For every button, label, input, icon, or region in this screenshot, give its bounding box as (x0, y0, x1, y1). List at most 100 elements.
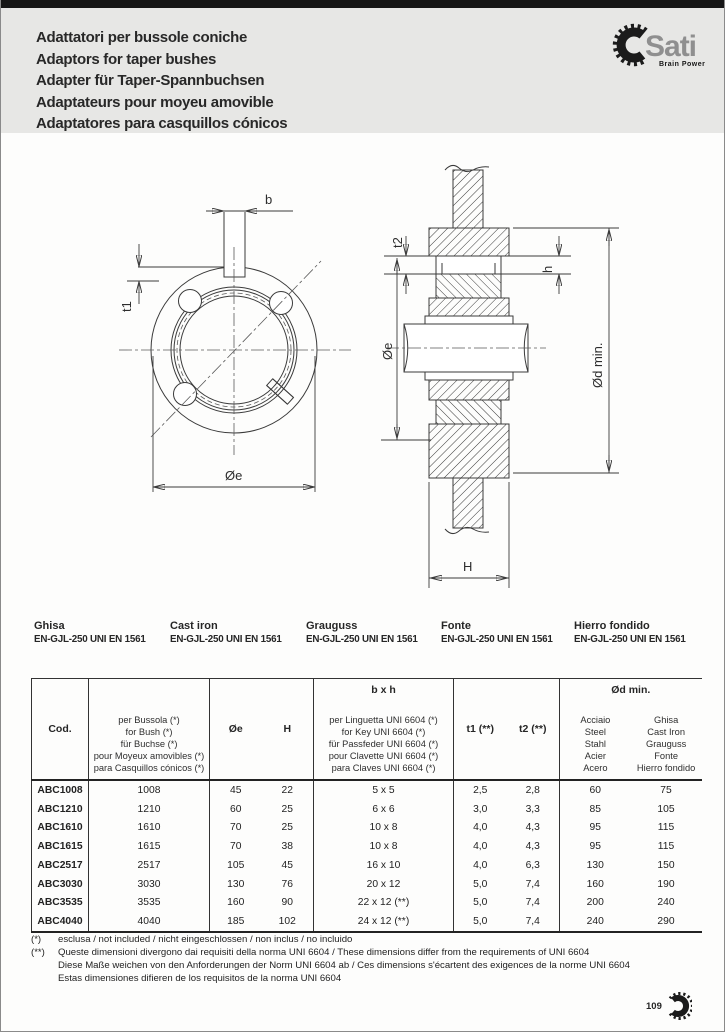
table-cell: 22 (281, 784, 293, 796)
col-header-od-min: Ød min. Acciaio Steel Stahl Acier Acero … (558, 678, 702, 781)
table-cell: 3030 (88, 874, 210, 894)
page-title-block: Adattatori per bussole coniche Adaptors … (36, 27, 288, 135)
table-cell: 4,0 (453, 856, 507, 875)
table-cell: 3535 (88, 893, 210, 913)
table-cell: ABC3535 (37, 897, 83, 909)
table-cell: 105 (657, 803, 675, 815)
footnote-doublestar-2: Diese Maße weichen von den Anforderungen… (58, 960, 630, 971)
dim-label-h: h (540, 266, 555, 273)
dim-label-oe-front: Øe (225, 468, 242, 483)
footnote-star: (*) esclusa / not included / nicht einge… (31, 934, 353, 945)
table-header-row: Cod. per Bussola (*) for Bush (*) für Bu… (31, 678, 702, 781)
table-cell: 60 (559, 780, 631, 800)
table-cell: 95 (559, 837, 631, 856)
table-cell: 6,3 (525, 859, 540, 871)
table-cell: 1610 (88, 818, 210, 838)
table-cell: 5,0 (453, 893, 507, 913)
table-cell: 22 x 12 (**) (313, 893, 454, 913)
table-cell: 20 x 12 (313, 874, 454, 894)
table-cell: 90 (281, 897, 293, 909)
table-cell: ABC4040 (37, 916, 83, 928)
lobe (173, 382, 197, 406)
table-cell: 70 (209, 818, 262, 838)
col-header-oe: Øe (209, 678, 262, 781)
material-headings: Ghisa EN-GJL-250 UNI EN 1561 Cast iron E… (1, 620, 724, 660)
dimensions-table: Cod. per Bussola (*) for Bush (*) für Bu… (31, 678, 702, 933)
page-title-de: Adapter für Taper-Spannbuchsen (36, 72, 265, 89)
shaft (403, 323, 529, 373)
table-cell: 60 (209, 799, 262, 819)
dim-label-oe-side: Øe (380, 343, 395, 360)
table-cell: 70 (209, 837, 262, 856)
table-cell: 4,3 (525, 841, 540, 853)
material-en: Cast iron EN-GJL-250 UNI EN 1561 (170, 620, 282, 645)
od-cast-list: Ghisa Cast Iron Grauguss Fonte Hierro fo… (636, 715, 696, 773)
table-cell: 5,0 (453, 912, 507, 932)
dim-label-od-min: Ød min. (590, 342, 605, 388)
table-cell: 1008 (88, 780, 210, 800)
top-black-bar (1, 0, 724, 8)
table-cell: 95 (559, 818, 631, 838)
table-cell: 10 x 8 (313, 837, 454, 856)
table-cell: 2517 (88, 856, 210, 875)
table-cell: ABC1615 (37, 841, 83, 853)
table-cell: 102 (278, 916, 296, 928)
table-cell: 3,3 (525, 803, 540, 815)
dim-label-b: b (265, 192, 272, 207)
keyway (223, 212, 246, 278)
table-cell: ABC1610 (37, 822, 83, 834)
table-cell: 105 (209, 856, 262, 875)
table-cell: 4,0 (453, 837, 507, 856)
table-cell: 150 (657, 859, 675, 871)
col-header-t2: t2 (**) (506, 678, 560, 781)
table-cell: 1210 (88, 799, 210, 819)
table-cell: 1615 (88, 837, 210, 856)
table-cell: 240 (559, 912, 631, 932)
table-cell: 45 (209, 780, 262, 800)
table-cell: 7,4 (525, 916, 540, 928)
lobe (178, 289, 202, 313)
table-cell: 160 (209, 893, 262, 913)
break-line-top (444, 164, 490, 173)
table-cell: 2,8 (525, 784, 540, 796)
table-cell: 25 (281, 822, 293, 834)
table-cell: 160 (559, 874, 631, 894)
page-number-block: 109 (646, 992, 692, 1020)
col-header-bush: per Bussola (*) for Bush (*) für Buchse … (88, 678, 210, 781)
table-cell: 75 (660, 784, 672, 796)
table-cell: 38 (281, 841, 293, 853)
material-it: Ghisa EN-GJL-250 UNI EN 1561 (34, 620, 146, 645)
page-title-fr: Adaptateurs pour moyeu amovible (36, 93, 274, 111)
dim-label-t1: t1 (119, 301, 134, 312)
table-cell: ABC1210 (37, 803, 83, 815)
table-cell: 5,0 (453, 874, 507, 894)
table-cell: ABC3030 (37, 878, 83, 890)
table-cell: ABC1008 (37, 784, 83, 796)
col-header-t1: t1 (**) (453, 678, 507, 781)
table-cell: 2,5 (453, 780, 507, 800)
footnote-doublestar: (**) Queste dimensioni divergono dai req… (31, 947, 590, 958)
table-cell: 185 (209, 912, 262, 932)
keyway-slot (435, 255, 502, 275)
split-slot (265, 378, 295, 405)
col-header-h: H (261, 678, 314, 781)
col-header-bxh: b x h per Linguetta UNI 6604 (*) for Key… (313, 678, 454, 781)
table-cell: 76 (281, 878, 293, 890)
table-cell: 130 (559, 856, 631, 875)
table-cell: 190 (657, 878, 675, 890)
table-cell: 85 (559, 799, 631, 819)
table-cell: ABC2517 (37, 859, 83, 871)
table-cell: 25 (281, 803, 293, 815)
header-band (1, 8, 724, 133)
dim-label-t2: t2 (390, 237, 405, 248)
page-title-es: Adaptatores para casquillos cónicos (36, 115, 288, 132)
